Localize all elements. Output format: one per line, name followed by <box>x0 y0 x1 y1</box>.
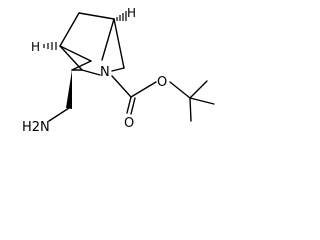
bond-c4-c5 <box>113 18 125 69</box>
hashed-bond-left <box>43 42 57 50</box>
molecule-structure: N O O H2N H H <box>22 6 215 135</box>
bond-c7-c4 <box>78 12 115 20</box>
bond-carbonyl-ester-o <box>130 81 157 98</box>
bond-c1-c7 <box>59 12 80 47</box>
amine-label: H2N <box>22 120 50 135</box>
bond-tbu-methyl-bottom <box>189 97 192 122</box>
bond-ester-o-tbu <box>169 81 191 99</box>
carbonyl-oxygen-label: O <box>124 116 134 131</box>
bond-c6-c5 <box>81 69 101 76</box>
bond-c1-c3 <box>59 45 92 62</box>
aminomethyl-group <box>48 70 72 122</box>
bond-c1-c6 <box>59 45 83 71</box>
bond-c4-n <box>101 18 115 61</box>
bond-tbu-methyl-right <box>189 97 215 105</box>
ester-oxygen-label: O <box>157 75 167 90</box>
bond-n-c5 <box>111 67 125 72</box>
hashed-bond-top-right <box>116 11 127 21</box>
bond-n-carbonyl <box>111 75 132 98</box>
boc-group <box>111 75 215 122</box>
nitrogen-label: N <box>100 65 110 80</box>
stereo-h-left: H <box>31 40 40 54</box>
bond-carbonyl-double-a <box>126 96 132 114</box>
bond-c3-c2 <box>71 60 92 71</box>
bond-ch2-amine <box>48 107 70 122</box>
bicyclic-ring <box>59 12 125 76</box>
stereo-h-top-right: H <box>127 6 136 20</box>
bond-carbonyl-double-b <box>130 97 136 115</box>
wedge-bond <box>66 70 72 109</box>
bond-tbu-methyl-top <box>189 80 208 99</box>
